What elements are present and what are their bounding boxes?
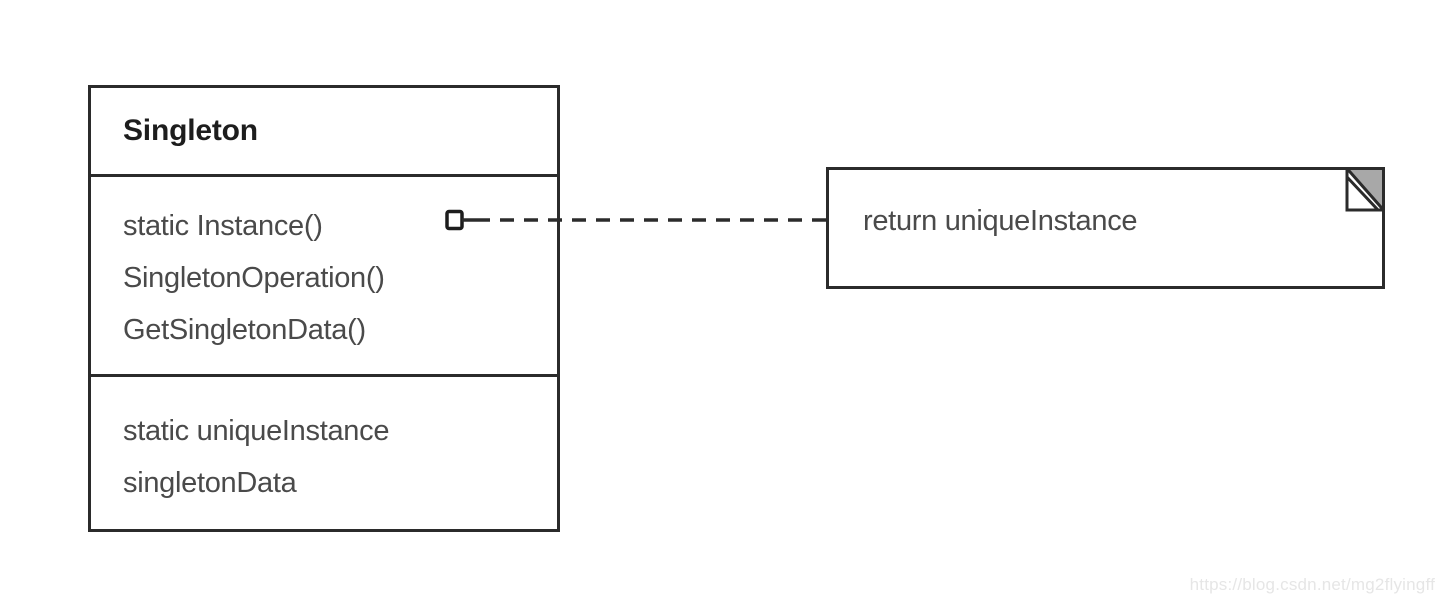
attribute-item: static uniqueInstance	[123, 415, 390, 447]
operations-list: static Instance() SingletonOperation() G…	[123, 200, 385, 356]
attributes-list: static uniqueInstance singletonData	[123, 405, 389, 509]
attribute-item: singletonData	[123, 467, 297, 499]
class-name-compartment: Singleton	[91, 88, 557, 177]
note-box-shape	[826, 167, 1385, 289]
class-attributes-compartment: static uniqueInstance singletonData	[91, 377, 557, 532]
note-text-label: return uniqueInstance	[863, 205, 1138, 237]
note-fold-gray-triangle	[1343, 167, 1385, 214]
watermark-text: https://blog.csdn.net/mg2flyingff	[1189, 575, 1435, 594]
operation-item: static Instance()	[123, 210, 323, 242]
class-name-label: Singleton	[123, 114, 258, 147]
operation-item: SingletonOperation()	[123, 262, 385, 294]
uml-class-box-singleton[interactable]: Singleton static Instance() SingletonOpe…	[88, 85, 560, 532]
note-fold-white-flap	[1345, 173, 1382, 212]
operation-item: GetSingletonData()	[123, 314, 366, 346]
uml-note-box[interactable]: return uniqueInstance	[826, 167, 1385, 289]
class-operations-compartment: static Instance() SingletonOperation() G…	[91, 177, 557, 377]
